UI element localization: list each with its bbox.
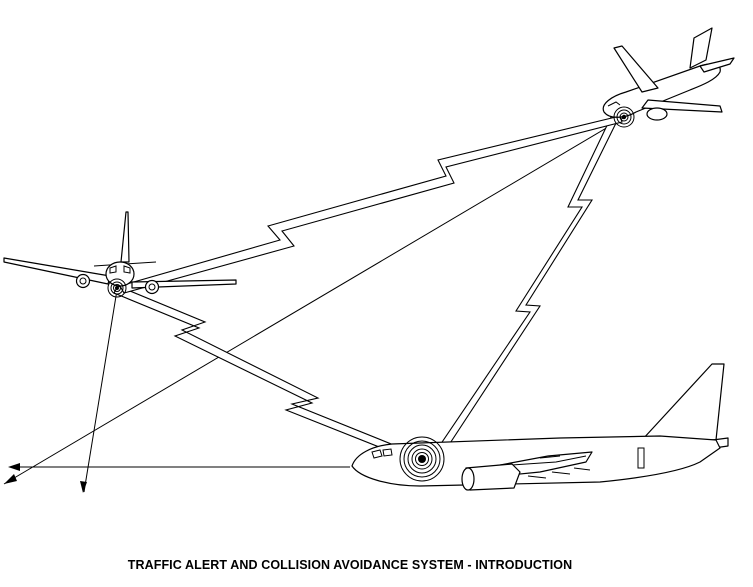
signal-link-own-to-right: [433, 114, 620, 458]
antenna-icon-left: [107, 278, 127, 298]
intruder-aircraft-left: [3, 211, 237, 298]
projection-line-vertical: [83, 289, 118, 493]
signal-link-own-to-left: [113, 285, 422, 463]
arrow-head-vertical: [80, 481, 87, 493]
antenna-icon-right: [613, 106, 635, 128]
arrow-head-horizontal: [8, 463, 20, 471]
own-aircraft: [351, 363, 729, 491]
antenna-icon-own: [399, 436, 445, 482]
signal-link-left-to-right: [119, 115, 623, 294]
projection-line-diagonal: [3, 116, 626, 485]
signal-links: [113, 114, 623, 463]
intruder-aircraft-right: [602, 27, 735, 128]
trajectory-lines: [3, 116, 626, 493]
figure-caption: TRAFFIC ALERT AND COLLISION AVOIDANCE SY…: [127, 558, 573, 572]
arrow-head-diagonal: [4, 474, 17, 484]
